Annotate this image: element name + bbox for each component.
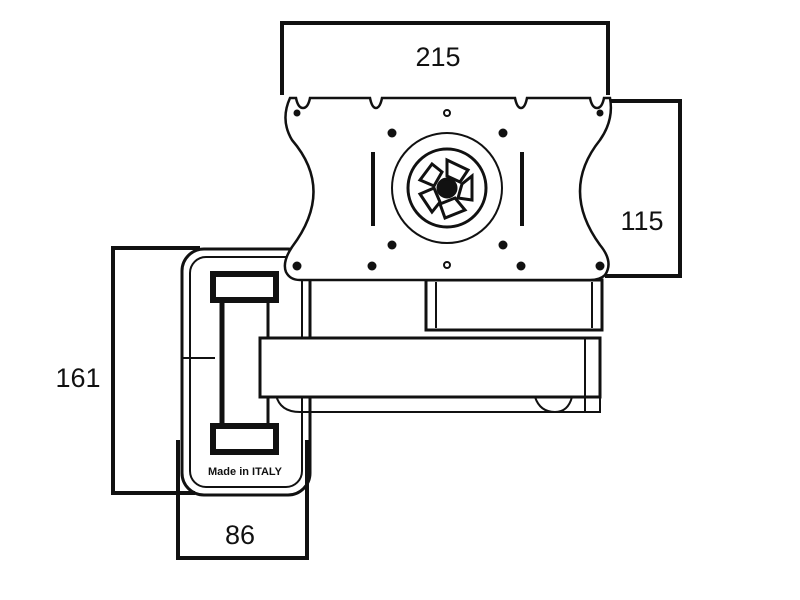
arm [258,278,604,414]
vesa-plate [283,96,613,282]
dim-label-width: 215 [415,42,460,72]
aperture-icon [417,157,474,220]
dim-line-wall-width [176,440,309,560]
dim-label-wall-height: 161 [55,363,100,393]
dimension-lines [111,21,682,560]
dim-label-wall-width: 86 [225,520,255,550]
mounting-holes [292,109,605,271]
made-in-italy-marking: Made in ITALY [208,466,283,478]
dim-label-height: 115 [620,206,663,236]
dim-line-wall-height [111,246,200,495]
dim-line-width [280,21,610,95]
dim-line-height [605,99,682,278]
